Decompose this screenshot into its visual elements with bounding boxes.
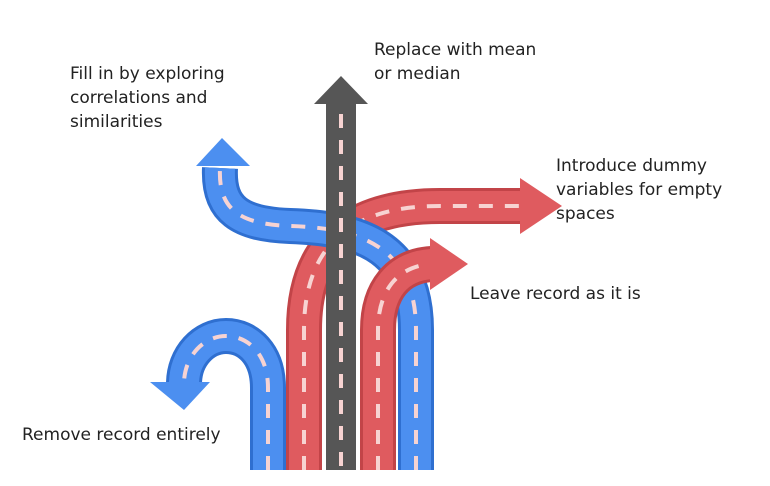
road-dummy-lane-marks [302,204,520,470]
road-remove-body [169,320,283,470]
label-leave-record: Leave record as it is [470,284,641,304]
arrow-dummy-head [520,178,562,234]
arrow-mean-head [314,76,368,104]
arrow-remove-head [150,382,210,410]
label-dummy-variables: Introduce dummy variables for empty spac… [556,156,723,224]
road-mean-median [314,76,368,470]
road-leave-lane-marks [376,262,433,470]
label-remove-record: Remove record entirely [22,425,221,445]
road-mean-body [326,102,356,470]
label-replace-mean-median: Replace with mean or median [374,40,537,84]
road-remove-record [150,317,286,470]
arrow-fill-head [196,138,250,166]
label-fill-in-correlations: Fill in by exploring correlations and si… [70,64,225,132]
road-remove-lane-marks [182,333,270,470]
road-leave-record [360,238,468,470]
arrow-leave-head [430,238,468,290]
